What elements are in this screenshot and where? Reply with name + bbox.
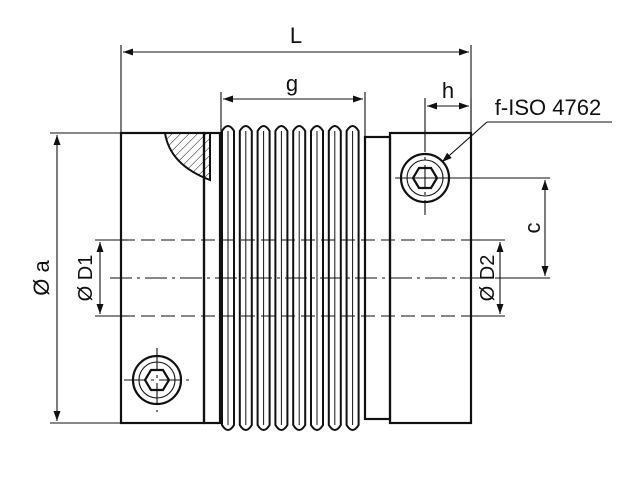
screw-bottom-icon — [124, 348, 192, 412]
bore-hidden-lines — [110, 239, 500, 317]
bellows — [221, 125, 360, 431]
screw-top-icon — [395, 130, 550, 215]
dimension-outer-dia: Ø a — [29, 132, 121, 424]
dimension-c: c — [500, 180, 550, 279]
bellows-convolution — [221, 125, 235, 431]
label-L: L — [290, 23, 302, 48]
dimension-bore-d1: Ø D1 — [75, 239, 121, 317]
bellows-convolution — [256, 125, 271, 431]
dimension-L: L — [120, 23, 472, 133]
bellows-convolution — [327, 125, 342, 431]
label-screw-spec: f-ISO 4762 — [495, 95, 601, 120]
label-bore-d2: Ø D2 — [477, 255, 499, 302]
bellows-convolution — [238, 125, 253, 431]
label-g: g — [286, 71, 298, 96]
bellows-convolution — [345, 125, 360, 431]
label-bore-d1: Ø D1 — [75, 255, 97, 302]
label-h: h — [442, 78, 454, 103]
section-hatch — [163, 132, 211, 182]
label-outer-dia: Ø a — [29, 260, 54, 296]
screw-spec-leader: f-ISO 4762 — [441, 95, 612, 163]
label-c: c — [520, 223, 545, 234]
bellows-convolution — [310, 125, 324, 431]
bellows-convolution — [292, 125, 307, 431]
bellows-convolution — [274, 125, 289, 431]
dimension-g: g — [220, 71, 366, 137]
dimension-bore-d2: Ø D2 — [471, 239, 505, 317]
dimension-h: h — [424, 78, 472, 133]
